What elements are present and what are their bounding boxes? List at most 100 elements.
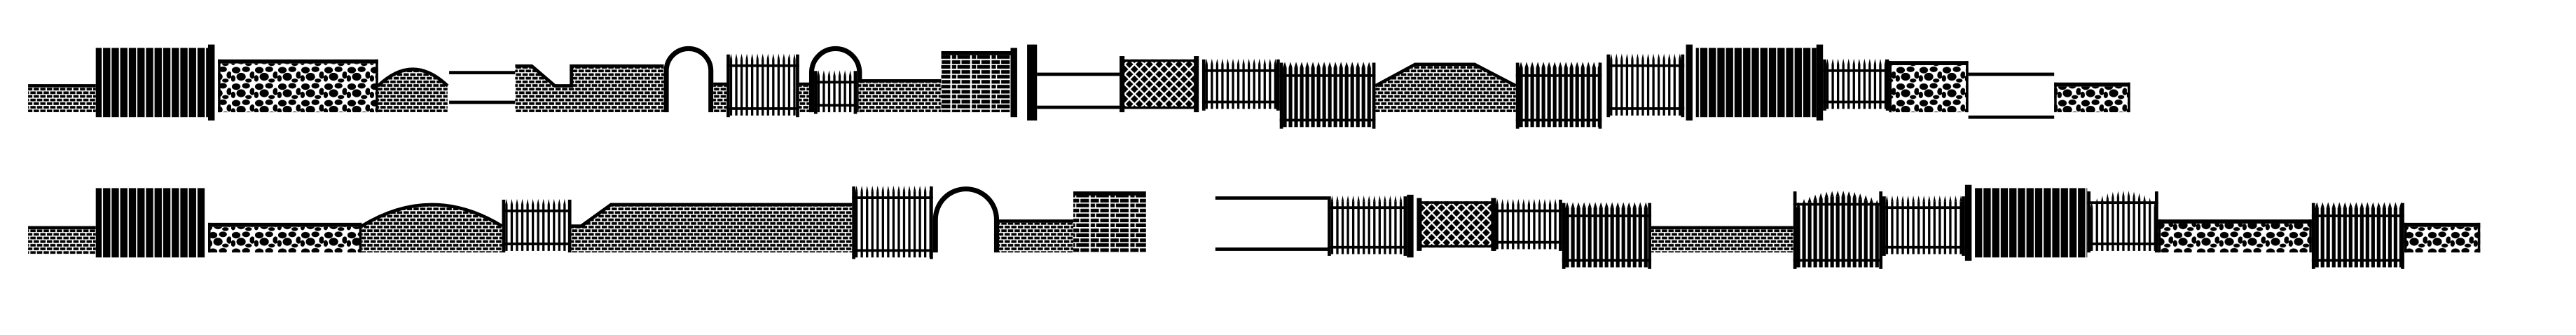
picket-spike [777, 53, 780, 60]
picket [1841, 196, 1845, 268]
picket [510, 204, 514, 251]
brick-slope-wall [1375, 64, 1516, 113]
picket-spike [1564, 62, 1568, 68]
picket [1641, 59, 1644, 116]
picket-spike [2112, 191, 2114, 198]
picket [1802, 205, 1806, 268]
picket-rail [1606, 107, 1685, 110]
picket [1517, 204, 1520, 249]
picket-spike [1615, 53, 1618, 60]
picket-spike [2133, 191, 2135, 198]
picket-spike [1922, 196, 1925, 202]
stone-block-wall [941, 55, 1011, 113]
picket-spike [1580, 62, 1585, 68]
picket [1906, 201, 1910, 254]
picket [1242, 64, 1245, 109]
picket-rail [1562, 259, 1652, 262]
picket [918, 191, 921, 258]
picket [1949, 201, 1952, 254]
picket-spike [1644, 202, 1648, 208]
picket-spike [1836, 58, 1840, 64]
picket-spike [1506, 198, 1509, 205]
picket-spike [1625, 53, 1629, 60]
picket-spike [1599, 202, 1603, 208]
picket-spike [1341, 196, 1344, 202]
picket [843, 76, 846, 113]
wall-cap [999, 219, 1074, 223]
picket [2393, 207, 2397, 268]
rail [1037, 105, 1120, 109]
picket-spike [542, 198, 545, 205]
rail [1968, 72, 2055, 76]
picket-spike [2365, 202, 2369, 208]
picket-spike [553, 198, 556, 205]
picket-spike [2106, 193, 2109, 200]
picket-spike [1885, 196, 1889, 202]
picket-spike [558, 198, 560, 205]
picket-spike [783, 53, 785, 60]
picket [1205, 64, 1208, 109]
picket-spike [1673, 53, 1676, 60]
brick-wall [999, 222, 1074, 253]
picket-spike [1274, 58, 1277, 64]
picket [2354, 207, 2358, 268]
picket-spike [1538, 198, 1541, 205]
picket-spike [547, 198, 550, 205]
picket-spike [1652, 53, 1655, 60]
picket-rail [2311, 259, 2404, 262]
wall-edge [2477, 222, 2481, 253]
picket-spike [1552, 62, 1557, 68]
picket-spike [2143, 195, 2146, 201]
picket [817, 76, 820, 113]
picket [913, 191, 916, 258]
picket-spike [1679, 53, 1681, 60]
picket-rail [726, 64, 799, 67]
picket [822, 76, 825, 113]
picket-spike [729, 53, 733, 60]
picket-spike [1819, 193, 1823, 199]
picket [2343, 207, 2347, 268]
picket [1311, 67, 1315, 128]
picket [871, 191, 874, 258]
picket [2337, 207, 2341, 268]
picket-spike [1593, 202, 1597, 208]
picket-spike [1336, 196, 1339, 202]
picket [1652, 59, 1655, 116]
picket-spike [1592, 62, 1596, 68]
picket-rail [814, 104, 857, 107]
picket-spike [1621, 202, 1625, 208]
brick-hump-wall [378, 69, 448, 113]
picket [2106, 199, 2109, 251]
picket [1858, 199, 1862, 268]
picket [1796, 207, 1800, 268]
picket-spike [2122, 190, 2125, 197]
picket-spike [563, 198, 566, 205]
picket [2315, 207, 2319, 268]
picket-rail [2087, 201, 2158, 205]
picket-spike [1852, 192, 1857, 198]
wall-edge [218, 59, 221, 113]
picket-spike [1357, 196, 1360, 202]
picket-spike [510, 198, 514, 205]
picket [1274, 64, 1277, 109]
fence-post [502, 199, 506, 253]
fence-post [1407, 194, 1414, 258]
picket-spike [2337, 202, 2341, 208]
picket-spike [2326, 202, 2330, 208]
picket-spike [1616, 202, 1620, 208]
picket-spike [1610, 53, 1613, 60]
picket-spike [1896, 196, 1899, 202]
picket [772, 59, 775, 116]
picket [537, 204, 539, 251]
picket [777, 59, 780, 116]
picket [2143, 200, 2146, 251]
fence-post [1823, 59, 1826, 111]
picket [1819, 198, 1823, 268]
stone-wall [2158, 224, 2312, 253]
picket [1864, 200, 1868, 268]
picket [2095, 204, 2098, 251]
picket [1582, 207, 1586, 268]
picket-spike [1339, 62, 1343, 68]
picket [1673, 59, 1676, 116]
wall-edge [1889, 61, 1892, 113]
